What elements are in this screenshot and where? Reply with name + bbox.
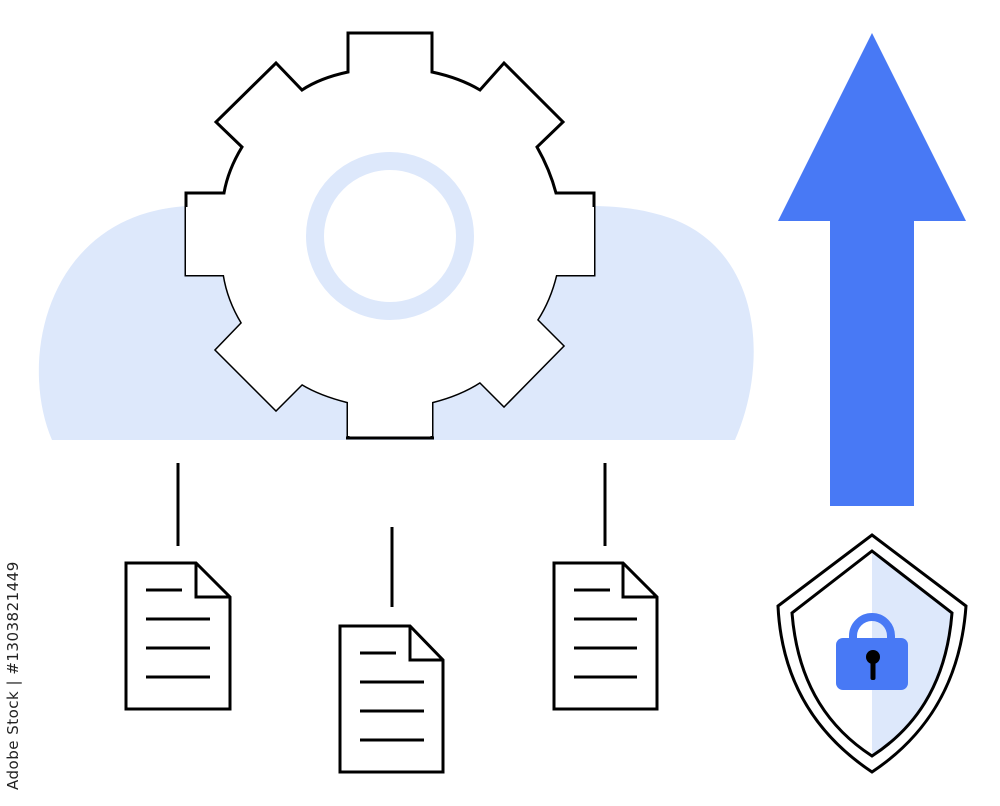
- document-icon: [552, 561, 659, 711]
- lock-icon: [836, 613, 908, 690]
- gear-hole-ring: [306, 152, 474, 320]
- stock-id-label: Adobe Stock | #1303821449: [4, 561, 22, 790]
- document-icon: [338, 624, 445, 774]
- arrow-up-icon: [778, 33, 966, 506]
- document-icon: [124, 561, 232, 711]
- gear-icon: [184, 31, 596, 440]
